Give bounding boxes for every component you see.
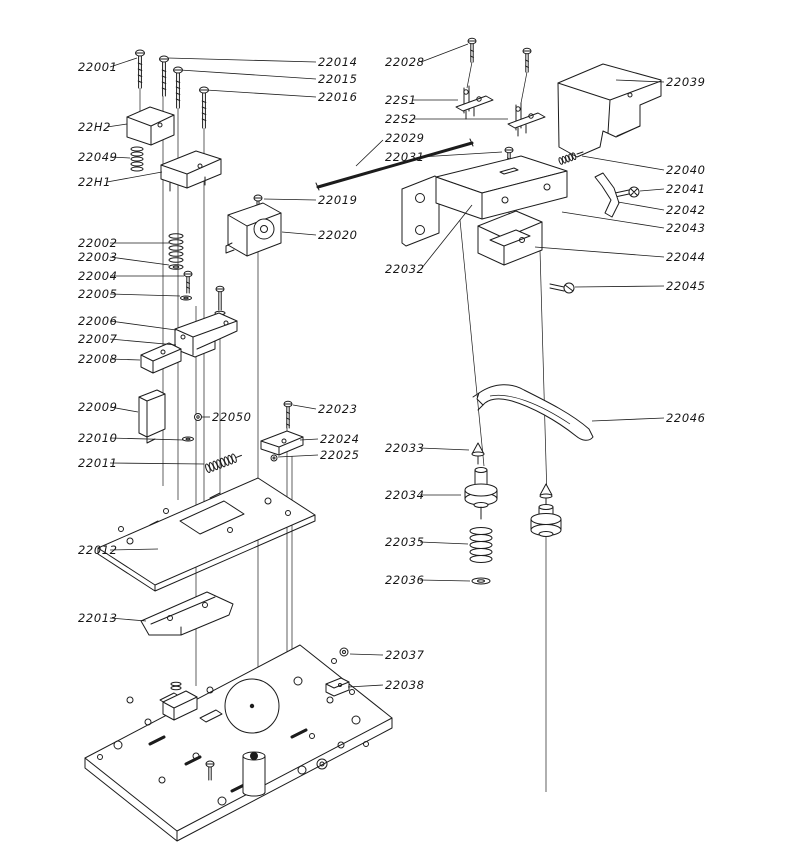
washer-22050: [194, 413, 202, 421]
part-label-22014: 22014: [318, 55, 358, 69]
spring-screw-22040: [558, 151, 584, 165]
screw-22028-b: [522, 47, 532, 73]
screw-22028-a: [467, 37, 477, 63]
part-label-22015: 22015: [318, 72, 358, 86]
part-label-22S1: 22S1: [385, 93, 417, 107]
part-label-22044: 22044: [666, 250, 706, 264]
part-label-22045: 22045: [666, 279, 706, 293]
bracket-22009: [138, 389, 166, 444]
part-label-22039: 22039: [666, 75, 706, 89]
clip-22024: [260, 430, 304, 456]
part-label-22001: 22001: [78, 60, 118, 74]
part-label-22033: 22033: [385, 441, 425, 455]
part-label-22012: 22012: [78, 543, 118, 557]
part-label-22035: 22035: [385, 535, 425, 549]
part-label-22013: 22013: [78, 611, 118, 625]
bracket-22008: [140, 342, 182, 374]
part-label-22005: 22005: [78, 287, 118, 301]
strip-22042: [594, 172, 620, 218]
part-label-22036: 22036: [385, 573, 425, 587]
leader-lines: [106, 43, 665, 688]
part-22038: [325, 677, 350, 697]
part-label-22028: 22028: [385, 55, 425, 69]
screw-22001: [135, 49, 145, 89]
part-label-22020: 22020: [318, 228, 358, 242]
part-label-22025: 22025: [320, 448, 360, 462]
bracket-22H2: [126, 106, 175, 146]
bracket-22006-22007: [174, 312, 238, 358]
part-label-22007: 22007: [78, 332, 118, 346]
part-label-22034: 22034: [385, 488, 425, 502]
rod-22029: [315, 138, 474, 191]
part-label-22049: 22049: [78, 150, 118, 164]
part-label-22H2: 22H2: [78, 120, 111, 134]
spring-22011: [205, 453, 242, 474]
part-label-22029: 22029: [385, 131, 425, 145]
cap-22033: [471, 442, 485, 465]
part-label-22023: 22023: [318, 402, 358, 416]
ring-22025: [270, 454, 278, 462]
base-plate: [84, 644, 393, 842]
screw-22015: [173, 66, 183, 109]
cover-22039: [557, 63, 662, 158]
switch-22S1: [455, 85, 494, 120]
motor-cylinder: [242, 751, 266, 797]
solenoid-22020: [225, 202, 282, 257]
screw-22041: [614, 186, 640, 198]
part-label-22040: 22040: [666, 163, 706, 177]
part-label-22019: 22019: [318, 193, 358, 207]
switch-22S2: [507, 102, 546, 137]
part-label-22010: 22010: [78, 431, 118, 445]
right-pulley-stack: [530, 483, 562, 537]
bracket-22H1: [160, 150, 222, 192]
part-label-22016: 22016: [318, 90, 358, 104]
part-label-22037: 22037: [385, 648, 425, 662]
screw-22045: [549, 282, 575, 294]
washer-22010: [182, 436, 194, 442]
part-label-22H1: 22H1: [78, 175, 111, 189]
part-label-22050: 22050: [212, 410, 252, 424]
bracket-22013: [140, 591, 234, 636]
ring-22037: [331, 647, 349, 664]
part-label-22S2: 22S2: [385, 112, 417, 126]
base-screw: [205, 760, 215, 781]
part-label-22006: 22006: [78, 314, 118, 328]
spring-22002: [168, 233, 184, 263]
part-labels: 22001 22H2 22049 22H1 22002 22003 22004 …: [78, 55, 706, 692]
plate-22012: [97, 477, 316, 592]
part-label-22024: 22024: [320, 432, 360, 446]
arm-22046: [472, 384, 594, 441]
bracket-22043-22044: [477, 210, 543, 266]
part-label-22008: 22008: [78, 352, 118, 366]
washer-22036: [471, 577, 491, 585]
part-label-22003: 22003: [78, 250, 118, 264]
spring-22049: [130, 146, 144, 172]
part-label-22002: 22002: [78, 236, 118, 250]
part-label-22004: 22004: [78, 269, 118, 283]
screw-22004: [183, 270, 193, 294]
part-label-22041: 22041: [666, 182, 706, 196]
spring-22035: [469, 527, 493, 563]
screw-22016: [199, 86, 209, 129]
part-label-22046: 22046: [666, 411, 706, 425]
part-label-22043: 22043: [666, 221, 706, 235]
washer-22005: [180, 295, 192, 301]
part-label-22031: 22031: [385, 150, 425, 164]
screw-22014: [159, 55, 169, 97]
part-label-22009: 22009: [78, 400, 118, 414]
base-bracket: [162, 681, 198, 721]
part-label-22038: 22038: [385, 678, 425, 692]
washer-22003: [168, 264, 184, 270]
screw-22023: [283, 400, 293, 429]
pulley-22034: [464, 467, 498, 520]
part-label-22042: 22042: [666, 203, 706, 217]
part-label-22011: 22011: [78, 456, 118, 470]
assembly-22032: [401, 155, 568, 247]
part-label-22032: 22032: [385, 262, 425, 276]
